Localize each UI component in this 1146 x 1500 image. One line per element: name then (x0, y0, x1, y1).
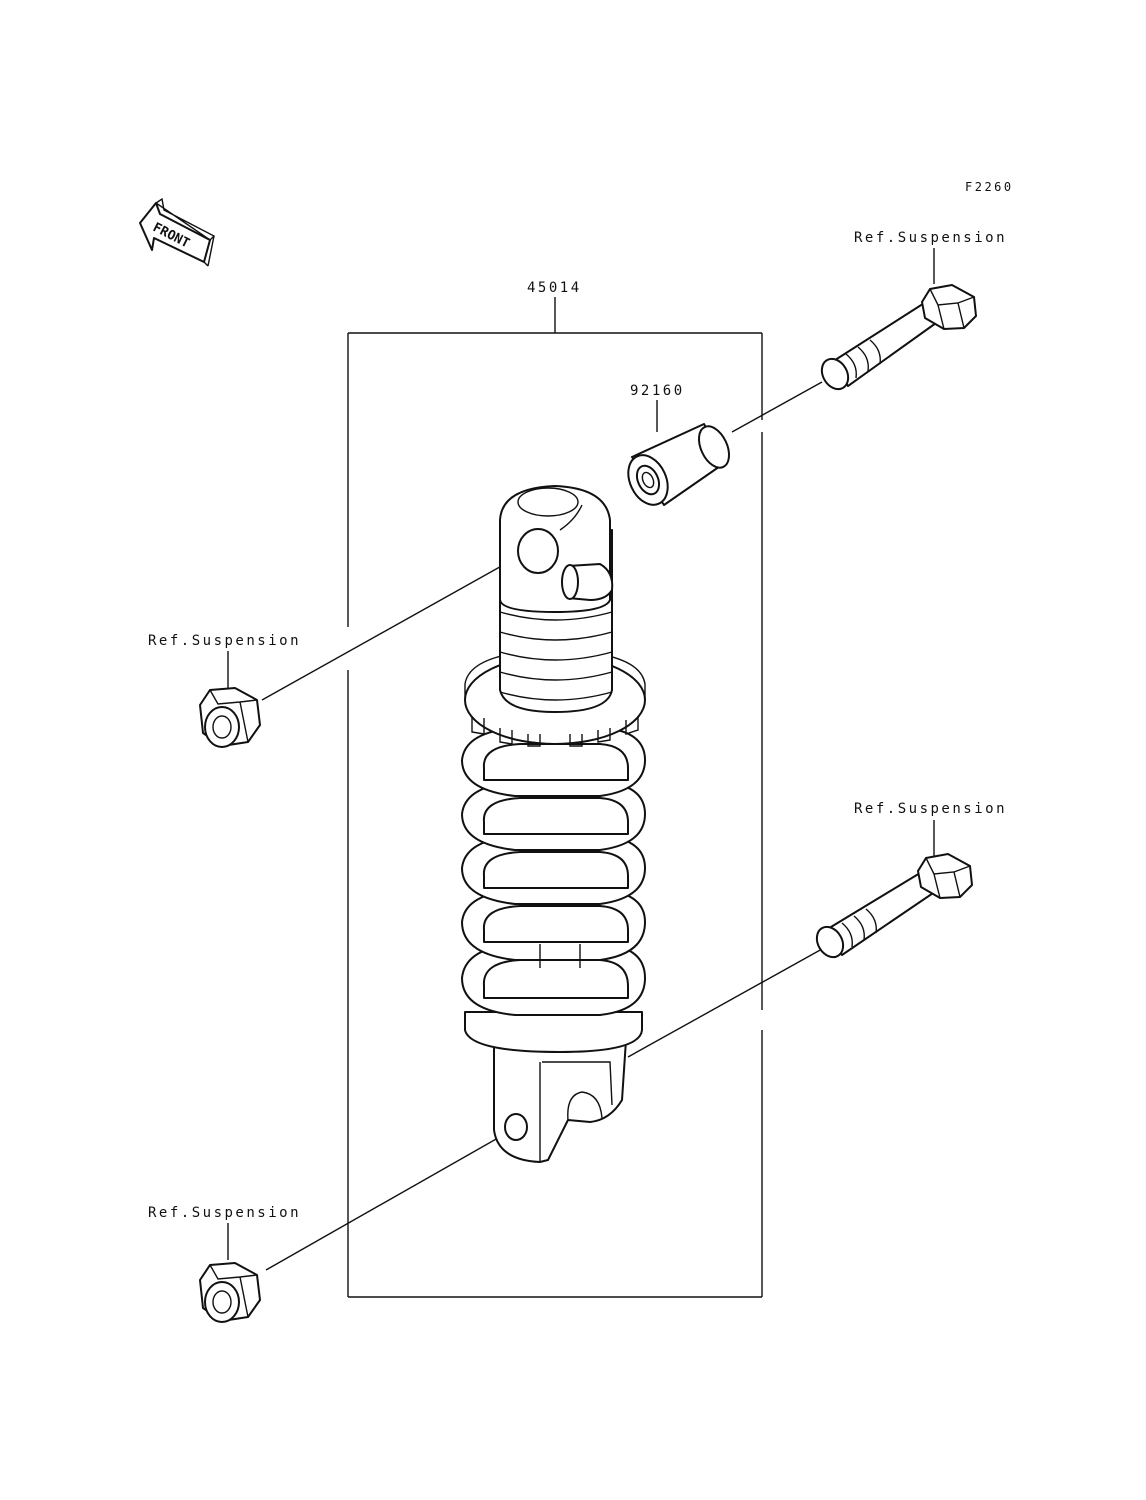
figure-id: F2260 (965, 180, 1014, 194)
collar[interactable] (621, 422, 735, 512)
ref-label-upper-bolt[interactable]: Ref.Suspension (854, 230, 1008, 246)
ref-label-upper-nut[interactable]: Ref.Suspension (148, 633, 302, 649)
upper-nut[interactable] (199, 687, 261, 748)
front-arrow-icon: FRONT (139, 197, 216, 267)
upper-bolt[interactable] (817, 284, 977, 394)
part-number-collar[interactable]: 92160 (630, 383, 685, 399)
lower-nut[interactable] (199, 1262, 261, 1323)
leader-lines (227, 248, 935, 1271)
shock-absorber[interactable] (461, 485, 646, 1163)
part-number-shock-absorber[interactable]: 45014 (527, 280, 582, 296)
ref-label-lower-bolt[interactable]: Ref.Suspension (854, 801, 1008, 817)
assembly-box (347, 297, 763, 1298)
lower-bolt[interactable] (812, 853, 973, 962)
ref-label-lower-nut[interactable]: Ref.Suspension (148, 1205, 302, 1221)
